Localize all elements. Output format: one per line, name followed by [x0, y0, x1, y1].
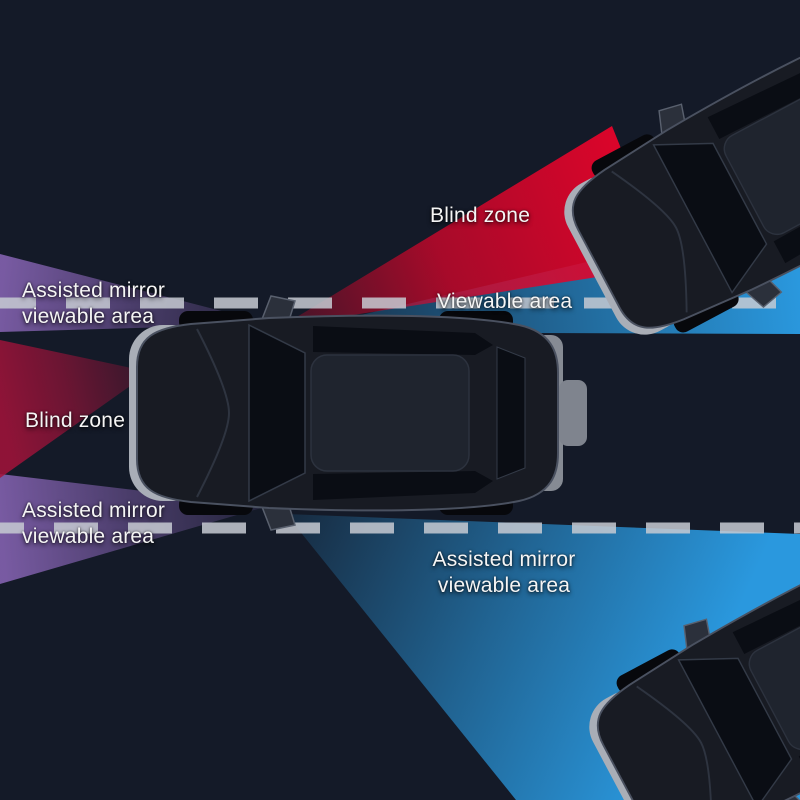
car-center — [128, 295, 588, 531]
blind-zone-cone-left — [0, 340, 150, 478]
blind-zone-cone-top-right — [282, 126, 668, 326]
